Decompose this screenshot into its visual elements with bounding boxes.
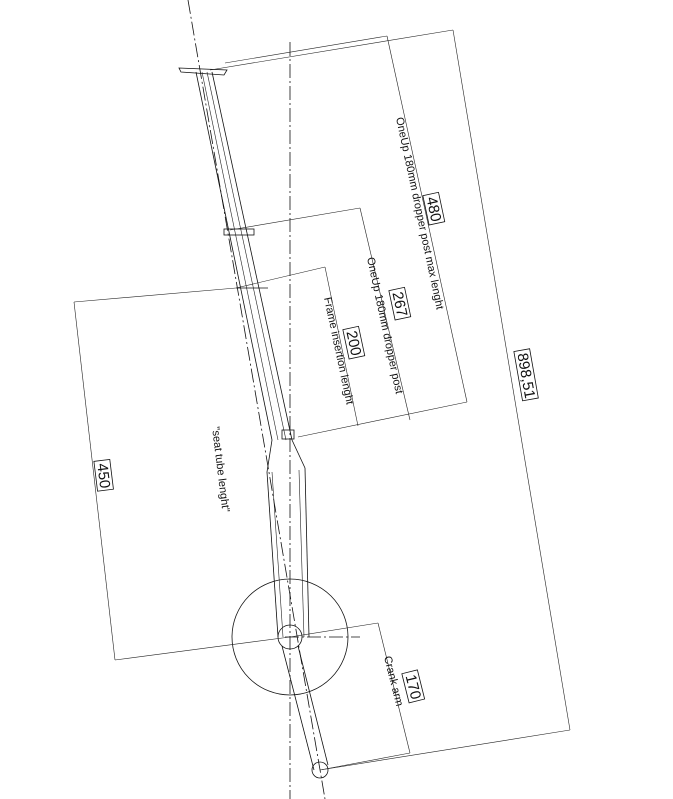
post-inner-left (201, 71, 279, 441)
total-ext-bottom (319, 729, 571, 771)
value-seat-tube: 450 (93, 458, 114, 492)
total-value: 898,51 (513, 352, 538, 400)
value-insertion: 200 (342, 325, 366, 360)
seat-dim-line (73, 301, 116, 661)
post-left-edge (195, 71, 273, 441)
value-crank: 170 (401, 669, 426, 704)
crank-ext-top (289, 622, 379, 638)
value-post: 267 (388, 286, 412, 321)
lower-tube-right (304, 467, 310, 638)
crank-label: Crank arm (381, 655, 405, 708)
insertion-ext-top (235, 266, 326, 289)
center-lines (187, 0, 360, 799)
lower-tube-left (266, 471, 279, 638)
saddle-clamp (178, 67, 228, 76)
post-ext-top (229, 207, 361, 231)
max-length-value: 480 (423, 195, 445, 223)
dimension-lines (73, 29, 571, 771)
post-bottom-box (281, 429, 295, 440)
post-label: OneUp 180mm dropper post (364, 256, 405, 395)
value-max-length: 480 (422, 191, 446, 226)
lower-tube-inner-left (271, 471, 284, 638)
crank-value: 170 (402, 673, 425, 701)
insertion-value: 200 (343, 329, 365, 357)
crank-dim-line (377, 622, 411, 754)
label-post: OneUp 180mm dropper post (364, 256, 405, 395)
post-collar (223, 228, 255, 236)
max-ext-bottom (297, 401, 468, 438)
total-ext-top (209, 29, 454, 71)
max-ext-top (224, 35, 388, 64)
main-axis-line (187, 0, 326, 799)
crank-right-edge (297, 645, 329, 766)
label-crank: Crank arm (381, 655, 405, 708)
seat-ext-top (73, 287, 237, 303)
crank-left-edge (281, 645, 315, 771)
insertion-dim-line (324, 266, 359, 427)
post-dim-line (359, 207, 411, 421)
tube-bend-left (266, 439, 273, 473)
max-dim-line (386, 35, 468, 403)
seat-tube-value: 450 (93, 462, 113, 489)
label-seat-tube: "seat tube lenght" (209, 426, 231, 513)
bottom-bracket-circle (231, 578, 349, 696)
post-value: 267 (389, 290, 411, 318)
pedal-circle (311, 761, 329, 779)
tube-bend-right (291, 439, 306, 469)
seat-ext-bottom (114, 636, 291, 661)
seat-tube-outline (178, 67, 329, 779)
value-total: 898,51 (513, 348, 539, 402)
post-right-edge (211, 71, 293, 441)
seat-tube-label: "seat tube lenght" (209, 426, 231, 513)
crank-ext-bottom (319, 752, 411, 771)
post-inner-right (206, 71, 287, 441)
total-dim-line (452, 29, 571, 731)
lower-tube-inner-right (298, 469, 305, 638)
